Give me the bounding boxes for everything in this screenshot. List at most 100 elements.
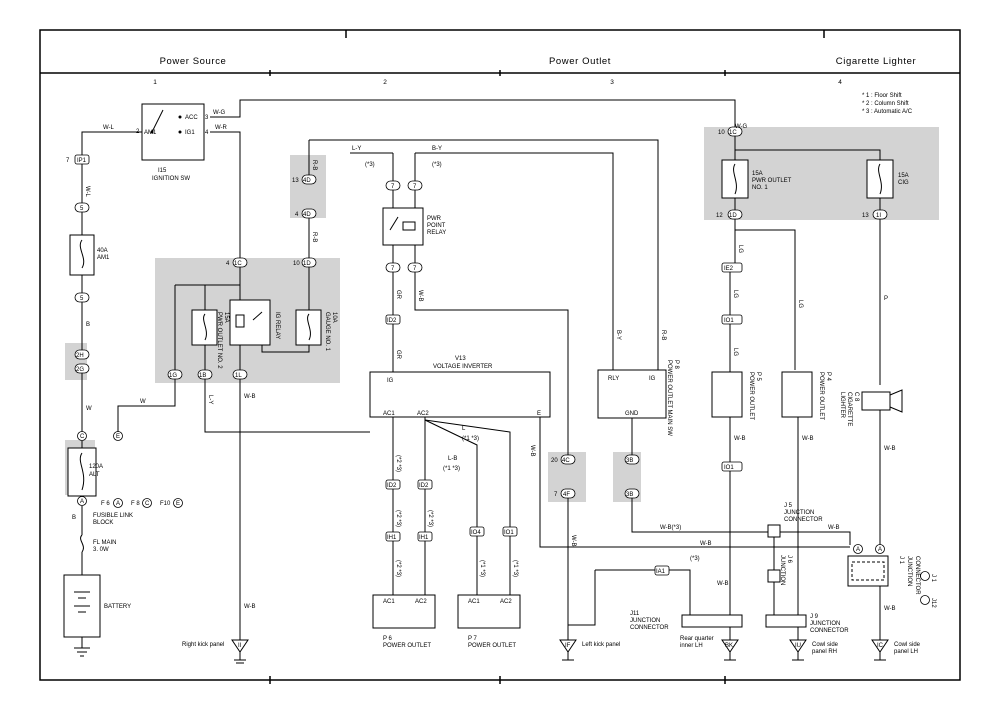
svg-text:V13: V13 <box>455 356 466 362</box>
svg-text:12: 12 <box>716 213 723 219</box>
svg-text:4: 4 <box>295 212 299 218</box>
am1-fuse <box>69 234 95 276</box>
svg-text:1I: 1I <box>876 213 881 219</box>
svg-text:W-L: W-L <box>103 125 115 131</box>
svg-text:W: W <box>140 399 146 405</box>
power-outlet-p5 <box>711 371 743 418</box>
junction-connector-j1 <box>847 555 889 587</box>
svg-text:W-G: W-G <box>213 110 226 116</box>
svg-text:CONNECTOR: CONNECTOR <box>810 628 849 634</box>
junction-connector-j9 <box>765 614 807 628</box>
svg-text:POWER OUTLET: POWER OUTLET <box>748 372 754 420</box>
svg-text:7: 7 <box>391 184 395 190</box>
svg-text:IE2: IE2 <box>724 266 734 272</box>
svg-text:(*3): (*3) <box>690 556 700 562</box>
svg-text:IO1: IO1 <box>724 465 734 471</box>
svg-text:POINT: POINT <box>427 223 446 229</box>
svg-text:BLOCK: BLOCK <box>93 520 113 526</box>
section-number-1: 1 <box>153 79 157 86</box>
svg-text:LG: LG <box>732 290 738 298</box>
svg-text:IG: IG <box>387 378 394 384</box>
svg-text:IF: IF <box>565 643 571 649</box>
svg-text:ID2: ID2 <box>387 318 397 324</box>
svg-text:7: 7 <box>413 184 417 190</box>
svg-text:(*2 *3): (*2 *3) <box>395 510 401 527</box>
svg-text:1L: 1L <box>235 373 242 379</box>
svg-text:IC: IC <box>877 643 884 649</box>
svg-text:J11: J11 <box>630 611 640 617</box>
svg-text:W-B: W-B <box>884 446 896 452</box>
svg-text:7: 7 <box>66 158 70 164</box>
svg-text:15A: 15A <box>752 171 763 177</box>
svg-text:5: 5 <box>80 206 84 212</box>
svg-text:W-B: W-B <box>802 436 814 442</box>
svg-text:II: II <box>238 643 242 649</box>
svg-text:15A: 15A <box>223 312 229 323</box>
svg-text:IA1: IA1 <box>656 569 666 575</box>
svg-text:W-B: W-B <box>734 436 746 442</box>
svg-text:B: B <box>72 515 76 521</box>
svg-text:IP1: IP1 <box>77 158 87 164</box>
svg-text:JUNCTION: JUNCTION <box>630 618 660 624</box>
svg-text:(*3): (*3) <box>365 162 375 168</box>
svg-text:P 8: P 8 <box>673 360 679 370</box>
svg-text:LG: LG <box>737 245 743 253</box>
svg-text:R-B: R-B <box>311 160 317 170</box>
svg-text:120A: 120A <box>89 464 103 470</box>
svg-text:LIGHTER: LIGHTER <box>839 392 845 419</box>
section-number-4: 4 <box>838 79 842 86</box>
svg-text:IG: IG <box>649 376 656 382</box>
svg-text:1B: 1B <box>199 373 206 379</box>
svg-text:FL MAIN: FL MAIN <box>93 540 116 546</box>
svg-text:AC2: AC2 <box>417 411 429 417</box>
svg-text:POWER OUTLET: POWER OUTLET <box>818 372 824 420</box>
svg-text:ACC: ACC <box>185 115 198 121</box>
svg-text:4: 4 <box>205 130 209 136</box>
svg-text:4D: 4D <box>303 178 311 184</box>
svg-text:13: 13 <box>862 213 869 219</box>
svg-text:J 1: J 1 <box>898 556 904 565</box>
ground-left-kick: Left kick panel <box>582 642 620 648</box>
section-title-power-outlet: Power Outlet <box>549 56 611 67</box>
svg-text:10: 10 <box>293 261 300 267</box>
junction-connector-j11 <box>681 614 743 628</box>
svg-text:L-Y: L-Y <box>207 395 213 404</box>
svg-text:7: 7 <box>391 266 395 272</box>
section-title-cigarette-lighter: Cigarette Lighter <box>836 56 916 67</box>
note-1: * 1 : Floor Shift <box>862 93 902 99</box>
svg-text:J 5: J 5 <box>784 503 793 509</box>
svg-text:1D: 1D <box>303 261 311 267</box>
svg-text:C: C <box>80 434 85 440</box>
svg-text:15A: 15A <box>898 173 909 179</box>
svg-text:JUNCTION: JUNCTION <box>906 556 912 586</box>
svg-text:W-B: W-B <box>884 606 896 612</box>
svg-text:AC1: AC1 <box>383 599 395 605</box>
svg-text:(*2 *3): (*2 *3) <box>395 560 401 577</box>
svg-text:J12: J12 <box>930 598 936 608</box>
svg-text:AC1: AC1 <box>383 411 395 417</box>
svg-text:4C: 4C <box>562 458 570 464</box>
svg-text:IG1: IG1 <box>185 130 195 136</box>
svg-text:F10: F10 <box>160 501 171 507</box>
svg-text:E: E <box>537 411 541 417</box>
svg-text:3B: 3B <box>626 458 633 464</box>
svg-text:IH1: IH1 <box>387 535 397 541</box>
svg-text:E: E <box>116 434 120 440</box>
voltage-inverter <box>369 371 551 418</box>
svg-text:W-B: W-B <box>244 394 256 400</box>
svg-text:POWER OUTLET: POWER OUTLET <box>383 643 431 649</box>
svg-text:10: 10 <box>718 130 725 136</box>
svg-text:P 4: P 4 <box>825 372 831 382</box>
svg-text:RLY: RLY <box>608 376 619 382</box>
svg-text:BK: BK <box>725 643 733 649</box>
svg-text:FUSIBLE LINK: FUSIBLE LINK <box>93 513 133 519</box>
svg-text:PWR OUTLET NO. 2: PWR OUTLET NO. 2 <box>216 312 222 369</box>
svg-text:AM1: AM1 <box>97 255 110 261</box>
svg-text:5: 5 <box>80 296 84 302</box>
svg-text:1C: 1C <box>234 261 242 267</box>
svg-text:inner LH: inner LH <box>680 643 703 649</box>
svg-text:J 9: J 9 <box>810 614 819 620</box>
svg-text:A: A <box>80 499 84 505</box>
ignition-name: IGNITION SW <box>152 176 190 182</box>
